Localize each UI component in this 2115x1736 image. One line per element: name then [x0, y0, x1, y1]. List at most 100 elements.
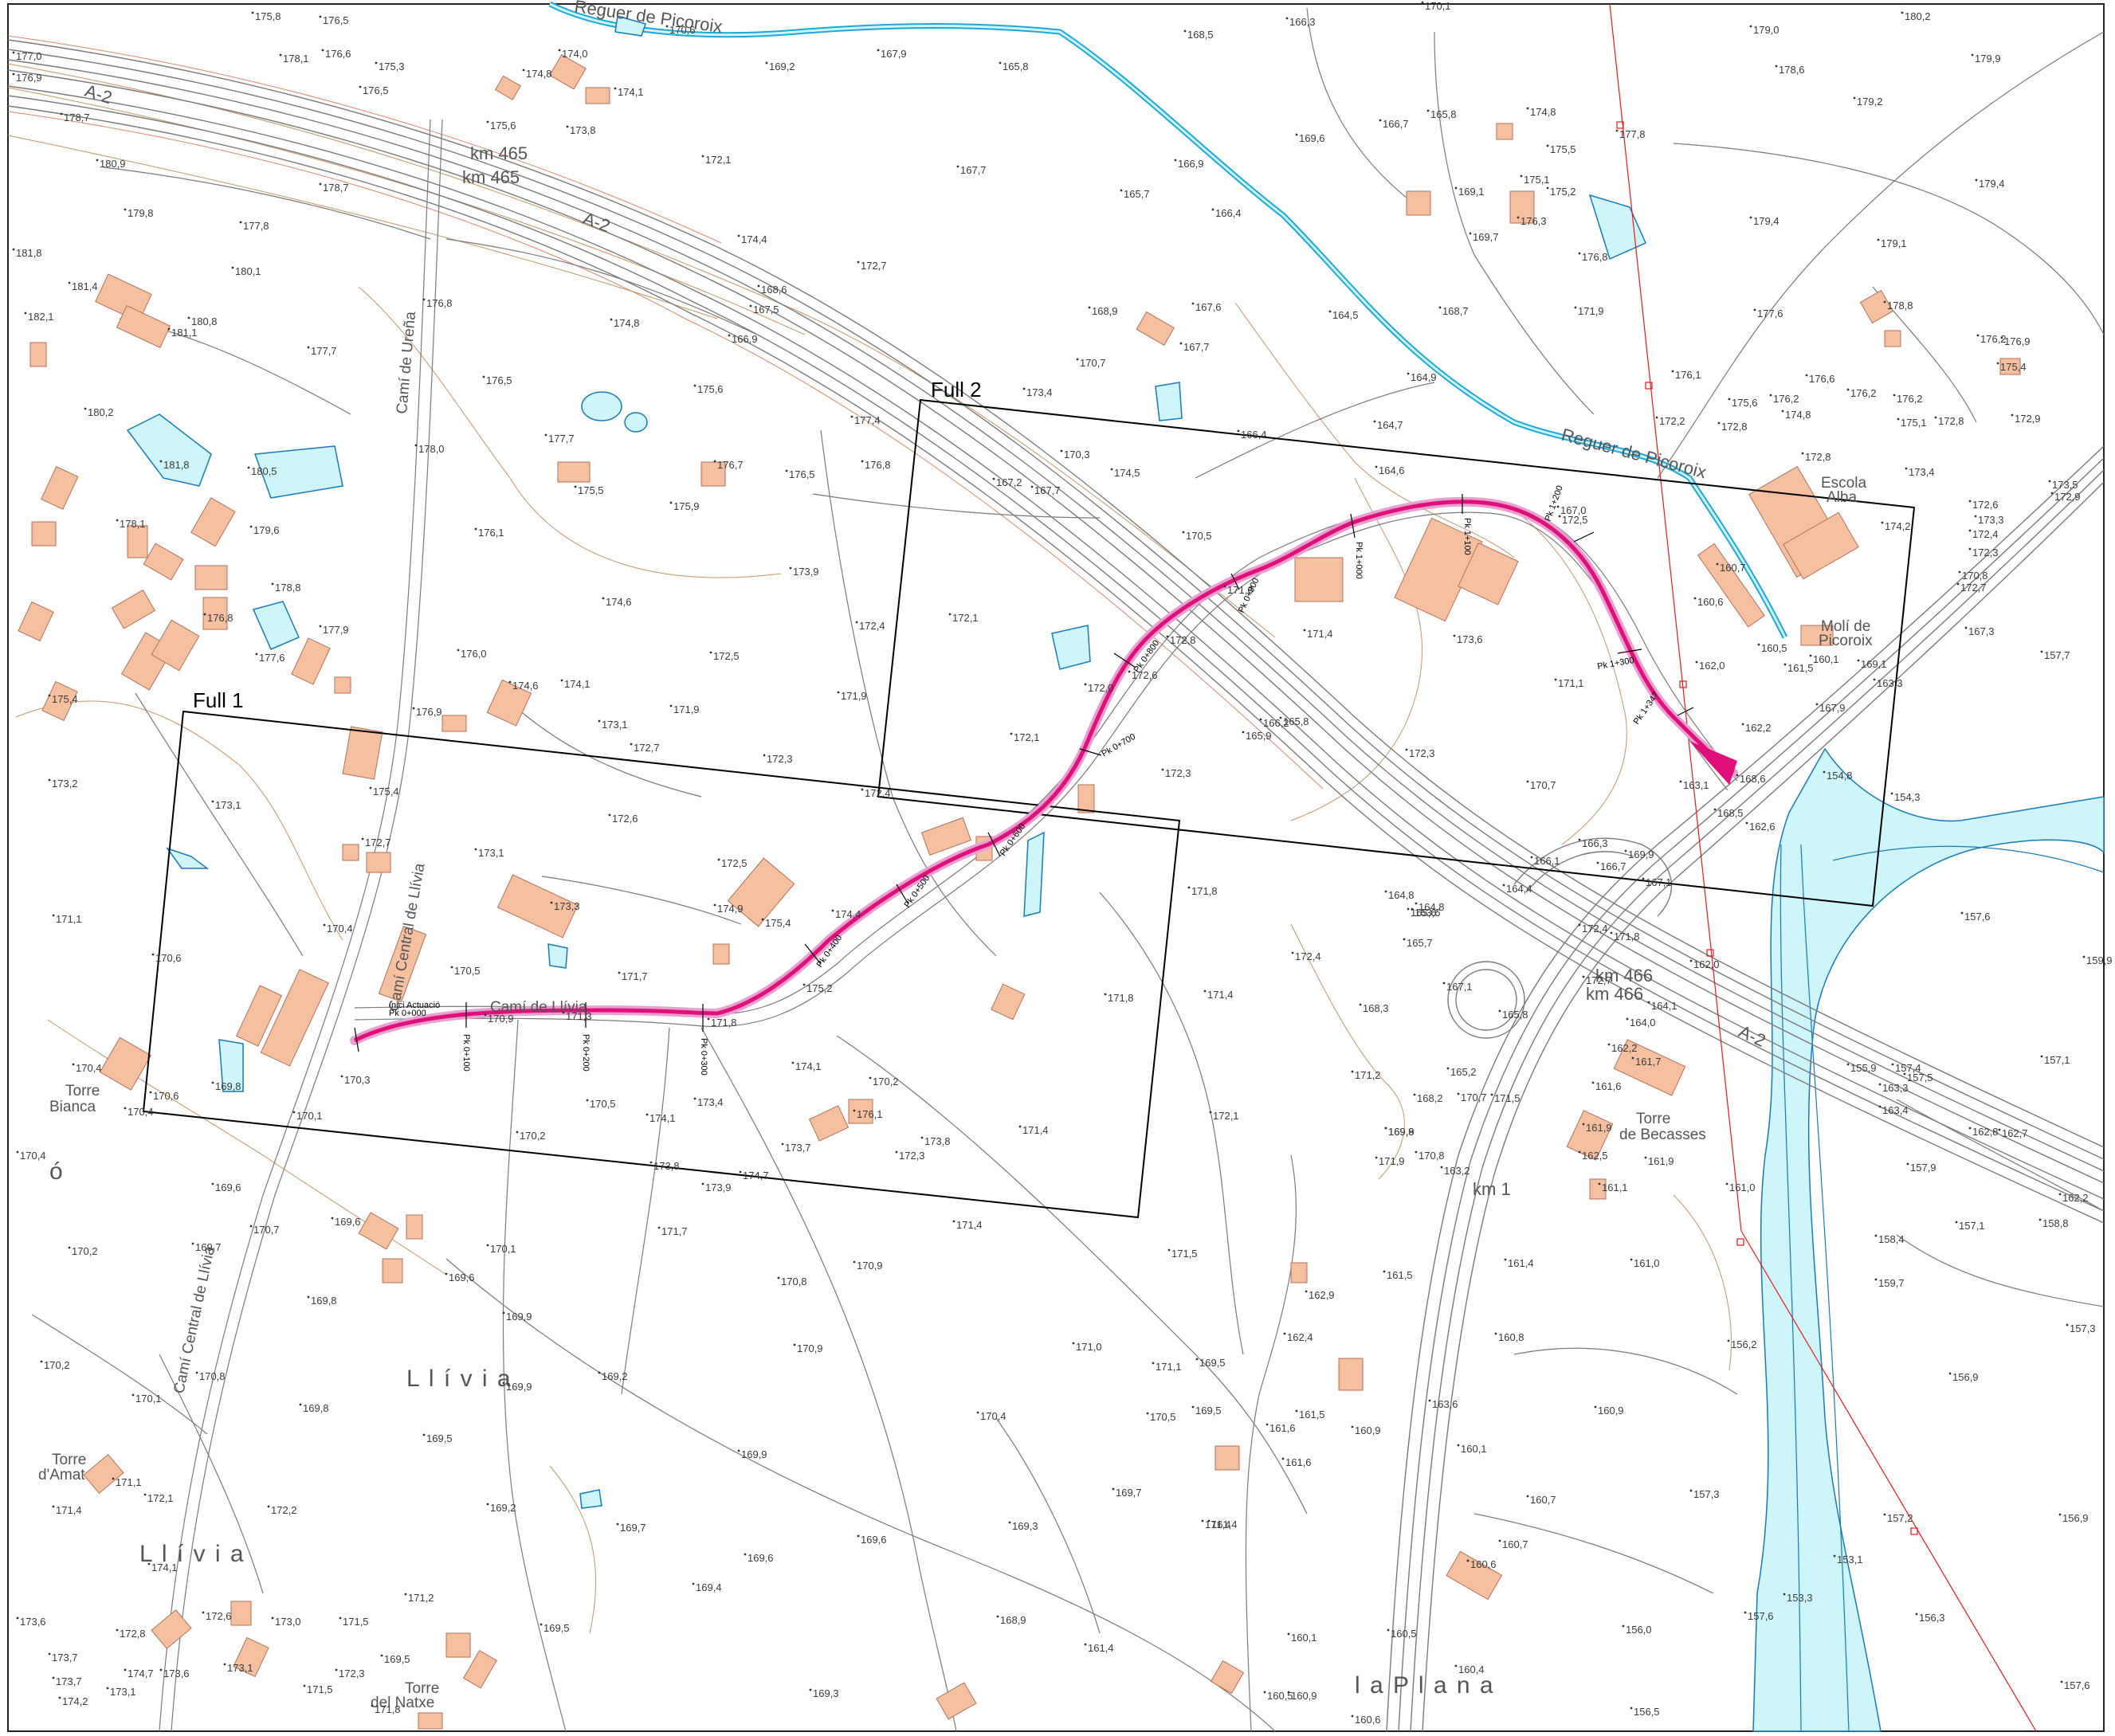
elevation-point: 166,3 [1578, 837, 1608, 849]
elevation-point: 175,6 [693, 383, 724, 395]
elevation-label: 177,6 [1757, 308, 1783, 319]
elevation-label: 171,5 [343, 1616, 369, 1628]
elevation-point: 171,9 [669, 703, 700, 715]
elevation-point: 172,3 [1405, 747, 1435, 759]
elevation-point: 169,7 [616, 1522, 646, 1534]
elevation-dot [586, 1099, 589, 1102]
power-line [1609, 3, 2037, 1732]
elevation-label: 173,1 [215, 799, 241, 811]
elevation-dot [1749, 25, 1752, 28]
elevation-dot [1457, 1444, 1460, 1447]
elevation-dot [1295, 133, 1298, 136]
elevation-dot [562, 1011, 565, 1014]
elevation-dot [319, 182, 322, 186]
elevation-dot [1958, 570, 1961, 574]
elevation-dot [1881, 521, 1884, 524]
elevation-point: 160,1 [1287, 1632, 1317, 1644]
elevation-point: 171,8 [1104, 992, 1134, 1004]
elevation-label: 172,4 [859, 620, 885, 632]
elevation-label: 164,9 [1411, 371, 1437, 383]
elevation-label: 162,7 [2002, 1127, 2028, 1139]
elevation-label: 162,0 [1693, 958, 1720, 970]
elevation-label: 157,6 [2064, 1679, 2090, 1691]
elevation-dot [1384, 890, 1387, 893]
elevation-label: 170,3 [344, 1074, 371, 1086]
elevation-dot [1968, 529, 1972, 532]
elevation-label: 170,7 [253, 1224, 280, 1236]
elevation-point: 172,4 [1291, 950, 1321, 962]
elevation-label: 172,4 [1582, 923, 1608, 935]
elevation-point: 175,4 [48, 693, 78, 705]
elevation-dot [1454, 186, 1458, 190]
elevation-label: 169,9 [506, 1381, 532, 1393]
elevation-dot [124, 1668, 127, 1671]
elevation-dot [1428, 1399, 1431, 1402]
elevation-point: 173,8 [566, 124, 596, 136]
elevation-label: 158,4 [1878, 1233, 1905, 1245]
elevation-label: 174,8 [614, 317, 640, 329]
pk-label: Pk 0+300 [699, 1038, 708, 1076]
elevation-label: 178,8 [1887, 300, 1913, 312]
elevation-dot [1373, 420, 1376, 423]
elevation-label: 161,6 [1595, 1080, 1622, 1092]
elevation-label: 172,7 [634, 742, 660, 754]
elevation-point: 160,6 [1466, 1558, 1497, 1570]
buildings [18, 53, 2021, 1730]
elevation-label: 170,7 [1461, 1091, 1487, 1103]
elevation-point: 180,9 [96, 158, 126, 170]
elevation-point: 170,8 [1415, 1150, 1445, 1162]
elevation-dot [1883, 1513, 1886, 1516]
elevation-point: 169,6 [445, 1272, 475, 1283]
elevation-label: 176,2 [1980, 333, 2007, 345]
elevation-point: 170,1 [292, 1110, 323, 1122]
elevation-point: 165,2 [1446, 1066, 1477, 1078]
elevation-point: 174,7 [739, 1170, 769, 1181]
elevation-dot [1179, 342, 1183, 345]
local-roads [31, 7, 2105, 1732]
elevation-dot [1128, 670, 1131, 673]
elevation-point: 176,8 [422, 297, 453, 309]
elevation-point: 169,3 [809, 1687, 839, 1699]
place-torre-becasses: Torre [1636, 1111, 1670, 1127]
elevation-label: 165,6 [1411, 907, 1437, 919]
elevation-label: 179,0 [1753, 24, 1780, 36]
elevation-label: 170,4 [980, 1410, 1006, 1422]
elevation-dot [1383, 1270, 1386, 1273]
elevation-dot [1976, 334, 1980, 337]
elevation-dot [445, 1272, 448, 1276]
elevation-dot [231, 266, 234, 269]
elevation-point: 173,7 [48, 1652, 78, 1664]
elevation-label: 167,7 [1183, 341, 1210, 353]
elevation-dot [159, 1668, 163, 1671]
elevation-label: 173,5 [2052, 479, 2078, 491]
elevation-dot [1878, 1083, 1882, 1086]
elevation-point: 178,0 [414, 443, 445, 455]
elevation-label: 176,1 [857, 1108, 883, 1120]
elevation-dot [608, 813, 611, 817]
elevation-dot [147, 1562, 151, 1566]
elevation-dot [692, 1582, 695, 1585]
elevation-label: 164,0 [1630, 1017, 1656, 1029]
elevation-label: 178,6 [1779, 64, 1805, 76]
elevation-dot [12, 51, 15, 54]
elevation-dot [1174, 159, 1177, 162]
elevation-dot [12, 72, 15, 76]
elevation-label: 161,6 [1285, 1456, 1312, 1468]
elevation-point: 160,9 [1287, 1690, 1317, 1702]
elevation-label: 163,6 [1432, 1398, 1458, 1410]
elevation-dot [1644, 1156, 1647, 1159]
elevation-point: 163,4 [1878, 1104, 1909, 1116]
elevation-dot [522, 69, 525, 72]
elevation-dot [749, 304, 752, 308]
elevation-label: 161,0 [1634, 1257, 1660, 1269]
place-moli-2: Picoroix [1819, 633, 1873, 649]
elevation-point: 173,1 [598, 719, 628, 731]
elevation-dot [271, 1616, 274, 1620]
elevation-point: 167,6 [1191, 301, 1222, 313]
elevation-label: 173,3 [554, 900, 580, 912]
elevation-point: 170,7 [1076, 357, 1106, 369]
elevation-label: 176,2 [1897, 393, 1923, 405]
elevation-point: 170,9 [793, 1342, 823, 1354]
elevation-label: 166,1 [1534, 855, 1560, 867]
